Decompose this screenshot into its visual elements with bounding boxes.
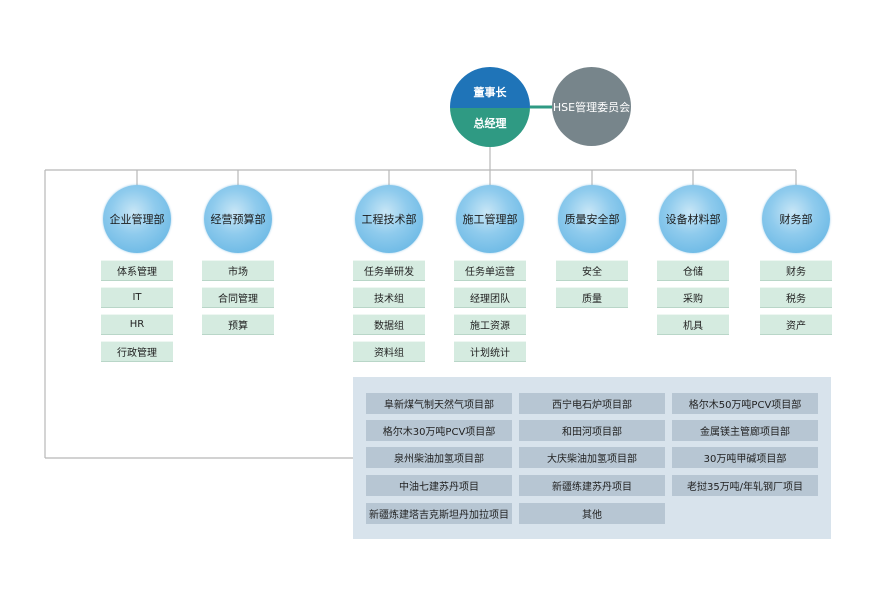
project-item: 其他 xyxy=(519,503,665,524)
dept-equipment-materials: 设备材料部 xyxy=(659,185,727,253)
sub-item: 计划统计 xyxy=(454,341,526,362)
leadership-circle: 董事长 总经理 xyxy=(450,67,530,147)
sub-item: 采购 xyxy=(657,287,729,308)
dept-label: 企业管理部 xyxy=(109,213,165,226)
hse-committee-node: HSE管理委员会 xyxy=(552,67,631,146)
sub-item: 市场 xyxy=(202,260,274,281)
sub-item: 安全 xyxy=(556,260,628,281)
dept-quality-safety: 质量安全部 xyxy=(558,185,626,253)
sub-item: 税务 xyxy=(760,287,832,308)
sub-item: HR xyxy=(101,314,173,335)
dept-enterprise-management: 企业管理部 xyxy=(103,185,171,253)
hse-committee-label: HSE管理委员会 xyxy=(552,100,631,114)
project-item: 泉州柴油加氢项目部 xyxy=(366,447,512,468)
project-item: 30万吨甲碱项目部 xyxy=(672,447,818,468)
sub-item: 体系管理 xyxy=(101,260,173,281)
dept-label: 经营预算部 xyxy=(210,213,266,226)
dept-finance: 财务部 xyxy=(762,185,830,253)
sub-item: 财务 xyxy=(760,260,832,281)
dept-label: 施工管理部 xyxy=(462,213,518,226)
chairman-node: 董事长 xyxy=(450,67,530,108)
project-item: 新疆练建苏丹项目 xyxy=(519,475,665,496)
dept-label: 财务部 xyxy=(779,213,813,226)
sub-item: 任务单运营 xyxy=(454,260,526,281)
general-manager-node: 总经理 xyxy=(450,108,530,147)
dept-business-budget: 经营预算部 xyxy=(204,185,272,253)
project-item: 西宁电石炉项目部 xyxy=(519,393,665,414)
chairman-label: 董事长 xyxy=(473,86,507,99)
dept-construction-management: 施工管理部 xyxy=(456,185,524,253)
project-item: 金属镁主管廊项目部 xyxy=(672,420,818,441)
sub-item: 经理团队 xyxy=(454,287,526,308)
sub-item: IT xyxy=(101,287,173,308)
sub-item: 仓储 xyxy=(657,260,729,281)
sub-item: 机具 xyxy=(657,314,729,335)
project-item: 中油七建苏丹项目 xyxy=(366,475,512,496)
general-manager-label: 总经理 xyxy=(473,117,507,130)
dept-engineering-technology: 工程技术部 xyxy=(355,185,423,253)
sub-item: 合同管理 xyxy=(202,287,274,308)
sub-item: 预算 xyxy=(202,314,274,335)
dept-label: 质量安全部 xyxy=(564,213,620,226)
project-item: 新疆炼建塔吉克斯坦丹加拉项目 xyxy=(366,503,512,524)
sub-item: 施工资源 xyxy=(454,314,526,335)
dept-label: 设备材料部 xyxy=(665,213,721,226)
project-item: 老挝35万吨/年轧钢厂项目 xyxy=(672,475,818,496)
sub-item: 资产 xyxy=(760,314,832,335)
sub-item: 技术组 xyxy=(353,287,425,308)
project-item: 阜新煤气制天然气项目部 xyxy=(366,393,512,414)
sub-item: 行政管理 xyxy=(101,341,173,362)
dept-label: 工程技术部 xyxy=(361,213,417,226)
project-item: 格尔木50万吨PCV项目部 xyxy=(672,393,818,414)
sub-item: 任务单研发 xyxy=(353,260,425,281)
project-item: 格尔木30万吨PCV项目部 xyxy=(366,420,512,441)
sub-item: 质量 xyxy=(556,287,628,308)
project-item: 大庆柴油加氢项目部 xyxy=(519,447,665,468)
sub-item: 资料组 xyxy=(353,341,425,362)
project-item: 和田河项目部 xyxy=(519,420,665,441)
sub-item: 数据组 xyxy=(353,314,425,335)
